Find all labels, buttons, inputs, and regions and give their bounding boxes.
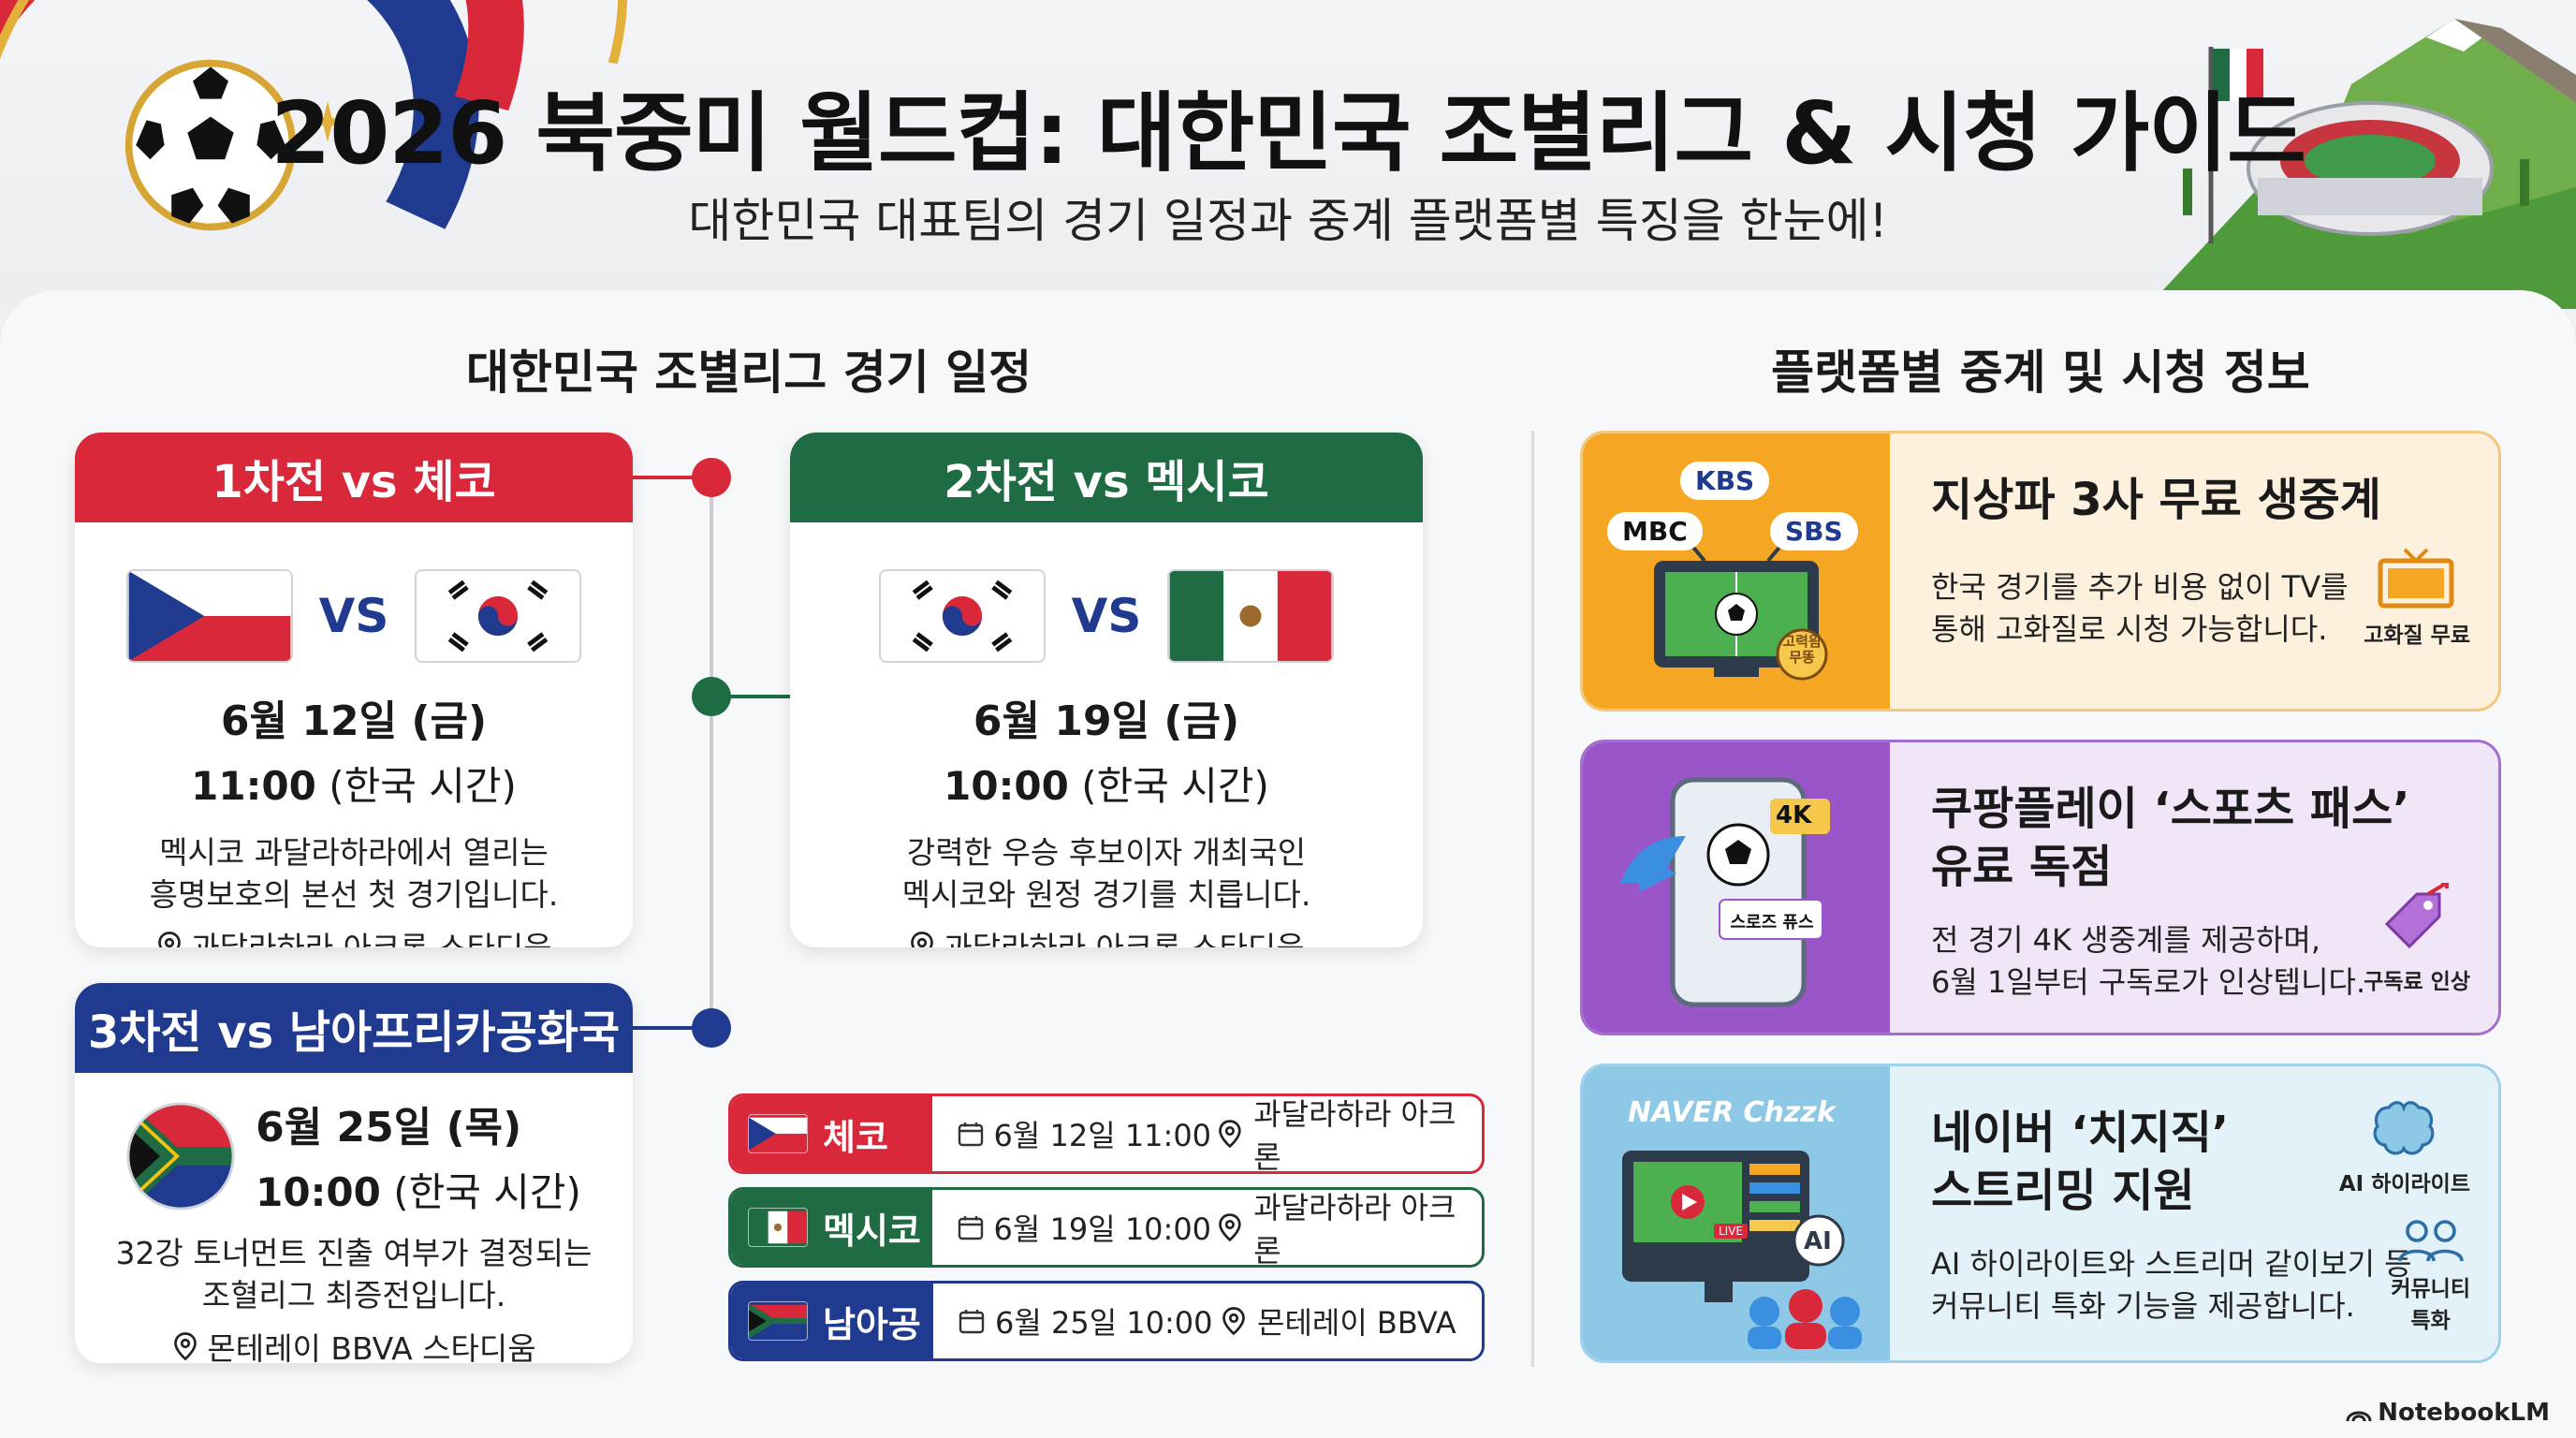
summary-row-mexico: 멕시코 6월 19일 10:00 과달라하라 아크론 [728, 1187, 1485, 1268]
match-2-time: 10:00 (한국 시간) [944, 763, 1269, 809]
location-pin-icon [158, 932, 182, 947]
calendar-icon [959, 1310, 985, 1334]
korea-flag-icon [878, 569, 1046, 663]
header-banner: 2026 북중미 월드컵: 대한민국 조별리그 & 시청 가이드 대한민국 대표… [0, 0, 2576, 309]
south-africa-flag-icon [126, 1101, 235, 1211]
summary-venue: 과달라하라 아크론 [1253, 1190, 1456, 1268]
hd-free-indicator: 고화질 무료 [2364, 546, 2470, 649]
terrestrial-art: KBS MBC SBS 고력읨 무똥 [1583, 433, 1890, 709]
timeline-dot-1 [692, 458, 731, 497]
platform-section-title: 플랫폼별 중계 및 시청 정보 [1771, 345, 2310, 400]
match-2-venue: 과달라하라 아크론 스타디움 [790, 923, 1423, 947]
summary-venue: 몬테레이 BBVA [1257, 1305, 1456, 1341]
mexico-flag-icon [1167, 569, 1335, 663]
schedule-section-title: 대한민국 조별리그 경기 일정 [465, 345, 1032, 400]
timeline-dot-3 [692, 1008, 731, 1048]
timeline-line [710, 477, 713, 1030]
mbc-logo: MBC [1607, 512, 1703, 550]
match-1-time: 11:00 (한국 시간) [191, 763, 517, 809]
coupang-art: 4K 스로즈 퓨스 [1583, 742, 1890, 1033]
platform-2-title: 쿠팡플레이 ‘스포츠 패스’유료 독점 [1931, 783, 2410, 894]
czech-flag-icon [748, 1114, 808, 1153]
summary-row-czech: 체코 6월 12일 11:00 과달라하라 아크론 [728, 1093, 1485, 1174]
summary-datetime: 6월 25일 10:00 [995, 1305, 1213, 1341]
summary-team-label: 체코 [823, 1116, 888, 1158]
summary-team-label: 남아공 [823, 1303, 921, 1345]
brain-icon [2373, 1101, 2435, 1155]
korea-flag-icon [415, 569, 582, 663]
match-3-date: 6월 25일 (목) [256, 1104, 522, 1152]
notebooklm-logo: NotebookLM [2346, 1399, 2550, 1427]
kbs-logo: KBS [1680, 462, 1770, 500]
platform-3-title: 네이버 ‘치지직’스트리밍 지원 [1931, 1107, 2230, 1218]
page-subtitle: 대한민국 대표팀의 경기 일정과 중계 플랫폼별 특징을 한눈에! [688, 194, 1888, 248]
timeline-connector-3 [633, 1026, 711, 1030]
column-divider [1531, 431, 1534, 1367]
calendar-icon [958, 1216, 983, 1240]
platform-card-terrestrial: KBS MBC SBS 고력읨 무똥 지상파 3사 무료 생중계 한국 경기를 … [1580, 431, 2501, 712]
soccer-ball-icon [124, 59, 297, 231]
timeline-dot-2 [692, 677, 731, 716]
chzzk-art: NAVER Chzzk AI LIVE [1583, 1066, 1890, 1360]
south-africa-flag-icon [748, 1301, 808, 1341]
match-card-3-title: 3차전 vs 남아프리카공화국 [75, 983, 633, 1073]
match-1-venue: 과달라하라 아크론 스타디움 [75, 923, 633, 947]
summary-datetime: 6월 19일 10:00 [993, 1211, 1212, 1247]
chzzk-brand-logo: NAVER Chzzk [1628, 1096, 1836, 1129]
timeline-connector-2 [711, 695, 790, 698]
notebooklm-icon [2346, 1411, 2372, 1422]
live-badge: LIVE [1714, 1224, 1749, 1239]
page-title: 2026 북중미 월드컵: 대한민국 조별리그 & 시청 가이드 [271, 83, 2305, 183]
match-card-2: 2차전 vs 멕시코 VS 6월 19일 (금) 10:00 (한국 시간) 강… [790, 433, 1423, 947]
match-2-date: 6월 19일 (금) [973, 697, 1240, 745]
location-pin-icon [911, 932, 934, 947]
sparkle-icon [307, 101, 348, 142]
mexico-flag-icon [748, 1208, 808, 1247]
czech-flag-icon [125, 569, 293, 663]
tv-broadcast-icon [1654, 536, 1828, 681]
timeline-connector-1 [633, 476, 711, 479]
community-icon [2397, 1220, 2464, 1262]
location-pin-icon [174, 1332, 198, 1361]
match-3-venue: 몬테레이 BBVA 스타디움 [75, 1324, 633, 1363]
match-3-time: 10:00 (한국 시간) [256, 1169, 581, 1215]
calendar-icon [958, 1123, 983, 1147]
summary-venue: 과달라하라 아크론 [1253, 1096, 1456, 1174]
ai-highlight-indicator: AI 하이라이트 [2339, 1100, 2470, 1197]
summary-row-south-africa: 남아공 6월 25일 10:00 몬테레이 BBVA [728, 1281, 1485, 1361]
match-1-date: 6월 12일 (금) [220, 697, 488, 745]
mobile-stream-icon [1620, 777, 1830, 1007]
location-pin-icon [1222, 1307, 1245, 1335]
price-tag-icon [2384, 881, 2450, 949]
sports-pass-label: 스로즈 퓨스 [1730, 913, 1814, 932]
platform-1-title: 지상파 3사 무료 생중계 [1931, 474, 2381, 526]
summary-datetime: 6월 12일 11:00 [993, 1118, 1212, 1153]
match-card-3: 3차전 vs 남아프리카공화국 6월 25일 (목) 10:00 (한국 시간)… [75, 983, 633, 1363]
tv-icon [2378, 548, 2454, 609]
platform-card-chzzk: NAVER Chzzk AI LIVE 네이버 ‘치지직’스트리밍 지원 AI … [1580, 1064, 2501, 1363]
free-hd-badge: 고력읨 무똥 [1782, 633, 1822, 666]
location-pin-icon [1219, 1120, 1242, 1148]
sbs-logo: SBS [1770, 512, 1858, 550]
price-increase-indicator: 구독료 인상 [2364, 881, 2470, 995]
location-pin-icon [1219, 1213, 1242, 1241]
vs-label: VS [318, 589, 389, 643]
platform-2-description: 전 경기 4K 생중계를 제공하며,6월 1일부터 구독로가 인상텝니다. [1931, 921, 2366, 1000]
streaming-monitor-icon [1622, 1151, 1862, 1349]
match-card-1-title: 1차전 vs 체코 [75, 433, 633, 522]
vs-label: VS [1071, 589, 1142, 643]
summary-team-label: 멕시코 [823, 1210, 921, 1252]
stadium-mountain-illustration [2145, 19, 2576, 309]
match-card-2-title: 2차전 vs 멕시코 [790, 433, 1423, 522]
ai-bubble-label: AI [1804, 1227, 1832, 1255]
match-card-1: 1차전 vs 체코 VS 6월 12일 (금) 11:00 (한국 시간) 멕시… [75, 433, 633, 947]
community-indicator: 커뮤니티 특화 [2391, 1218, 2470, 1334]
platform-card-coupang: 4K 스로즈 퓨스 쿠팡플레이 ‘스포츠 패스’유료 독점 전 경기 4K 생중… [1580, 740, 2501, 1035]
4k-badge: 4K [1776, 801, 1812, 829]
